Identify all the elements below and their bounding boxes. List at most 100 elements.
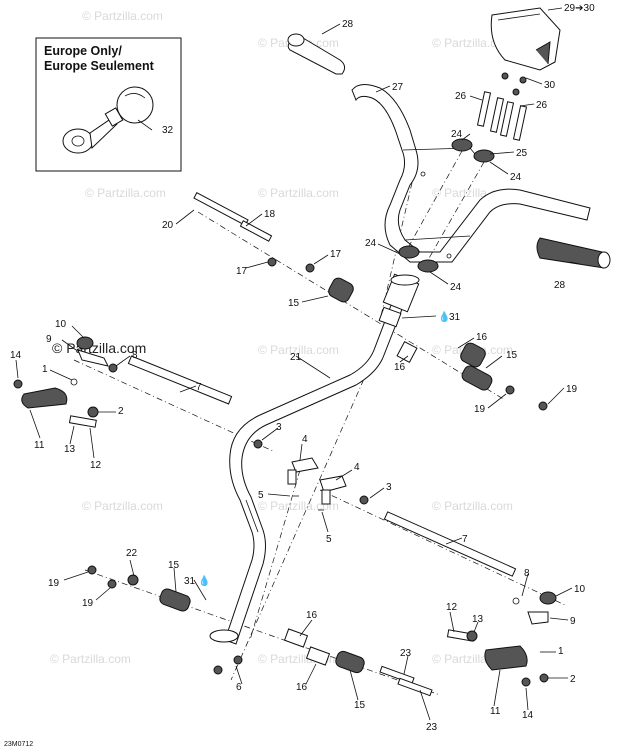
screws-30: [501, 72, 527, 96]
inset-frame: [35, 37, 182, 172]
callout-19-b: 19: [474, 404, 486, 415]
inset-title-line1: Europe Only/: [44, 44, 122, 58]
callout-2-left: 2: [118, 406, 124, 417]
callout-9-right: 9: [570, 616, 576, 627]
left-tie-rod-group: [13, 336, 233, 428]
callout-1-left: 1: [42, 364, 48, 375]
callout-19-c: 19: [48, 578, 60, 589]
watermark: © Partzilla.com: [85, 186, 166, 200]
column-upper-tube: [382, 273, 420, 313]
center-tie-rod-ends: [253, 439, 369, 511]
callout-18: 18: [264, 209, 276, 220]
callout-24-a: 24: [451, 129, 463, 140]
handlebar-cover: [490, 7, 561, 71]
callout-19-d: 19: [82, 598, 94, 609]
callout-17-b: 17: [236, 266, 248, 277]
watermark: © Partzilla.com: [432, 499, 513, 513]
callout-8-left: 8: [132, 350, 138, 361]
callout-7-top: 7: [196, 382, 202, 393]
lower-bolt-group: [87, 565, 433, 697]
callout-15-c: 15: [168, 560, 180, 571]
callout-1-right: 1: [558, 646, 564, 657]
callout-25: 25: [516, 148, 528, 159]
callout-5-a: 5: [258, 490, 264, 501]
callout-27: 27: [392, 82, 404, 93]
drop-icon: 💧: [438, 310, 450, 323]
callout-22: 22: [126, 548, 138, 559]
leader-lines: [15, 7, 581, 721]
callout-21: 21: [290, 352, 302, 363]
watermark: © Partzilla.com: [432, 36, 513, 50]
callout-3-a: 3: [276, 422, 282, 433]
watermark: © Partzilla.com: [258, 343, 339, 357]
assembly-axis-lines: [73, 169, 566, 696]
watermark: © Partzilla.com: [258, 186, 339, 200]
drop-icon: 💧: [198, 574, 210, 587]
horn-icon: [62, 86, 154, 154]
callout-32: 32: [162, 125, 174, 136]
callout-26-right: 26: [536, 100, 548, 111]
watermark: © Partzilla.com: [82, 499, 163, 513]
callout-28-top: 28: [342, 19, 354, 30]
callout-31-a: 31: [449, 312, 461, 323]
callout-12-left: 12: [90, 460, 102, 471]
callout-26-left: 26: [455, 91, 467, 102]
steering-column: [209, 299, 405, 645]
callout-31-b: 31: [184, 576, 196, 587]
callout-4-a: 4: [302, 434, 308, 445]
callout-15-d: 15: [354, 700, 366, 711]
callout-15-b: 15: [506, 350, 518, 361]
callout-10-left: 10: [55, 319, 67, 330]
inset-title-line2: Europe Seulement: [44, 59, 155, 73]
callout-13-right: 13: [472, 614, 484, 625]
callout-16-a: 16: [476, 332, 488, 343]
handlebar: [351, 84, 591, 263]
callout-2-right: 2: [570, 674, 576, 685]
watermark: © Partzilla.com: [82, 9, 163, 23]
upper-clamps: [398, 138, 495, 273]
callout-16-c: 16: [306, 610, 318, 621]
right-tie-rod-group: [383, 511, 557, 687]
callout-4-b: 4: [354, 462, 360, 473]
bolts-26: [476, 91, 528, 141]
callout-29-30: 29➔30: [564, 3, 595, 14]
callout-11-right: 11: [490, 706, 501, 717]
callout-20: 20: [162, 220, 174, 231]
callout-23-b: 23: [426, 722, 438, 733]
callout-14-right: 14: [522, 710, 534, 721]
callout-7-bottom: 7: [462, 534, 468, 545]
callout-28-right: 28: [554, 280, 566, 291]
callout-24-c: 24: [365, 238, 377, 249]
callout-19-a: 19: [566, 384, 578, 395]
callout-13-left: 13: [64, 444, 76, 455]
callout-15-a: 15: [288, 298, 300, 309]
watermark: © Partzilla.com: [258, 499, 339, 513]
callout-23-a: 23: [400, 648, 412, 659]
callout-3-b: 3: [386, 482, 392, 493]
watermark: © Partzilla.com: [50, 652, 131, 666]
watermark-prominent: © Partzilla.com: [52, 340, 146, 356]
europe-inset: Europe Only/ Europe Seulement 32: [35, 37, 182, 172]
callout-30: 30: [544, 80, 556, 91]
callout-16-d: 16: [296, 682, 308, 693]
callout-labels: 28 29➔30 30 27 26 26 24 25 24 20 18 17 1…: [10, 3, 595, 733]
watermark-group: © Partzilla.com © Partzilla.com © Partzi…: [50, 9, 513, 666]
callout-12-right: 12: [446, 602, 458, 613]
callout-5-b: 5: [326, 534, 332, 545]
grip-top: [287, 33, 346, 75]
diagram-code: 23M0712: [4, 741, 33, 748]
callout-10-right: 10: [574, 584, 586, 595]
callout-24-d: 24: [450, 282, 462, 293]
callout-9-left: 9: [46, 334, 52, 345]
grip-right: [536, 237, 611, 269]
upper-bolt-group: [193, 192, 548, 411]
callout-17-a: 17: [330, 249, 342, 260]
callout-8-right: 8: [524, 568, 530, 579]
callout-16-b: 16: [394, 362, 406, 373]
callout-24-b: 24: [510, 172, 522, 183]
callout-11-left: 11: [34, 440, 45, 451]
callout-6: 6: [236, 682, 242, 693]
callout-14-left: 14: [10, 350, 22, 361]
